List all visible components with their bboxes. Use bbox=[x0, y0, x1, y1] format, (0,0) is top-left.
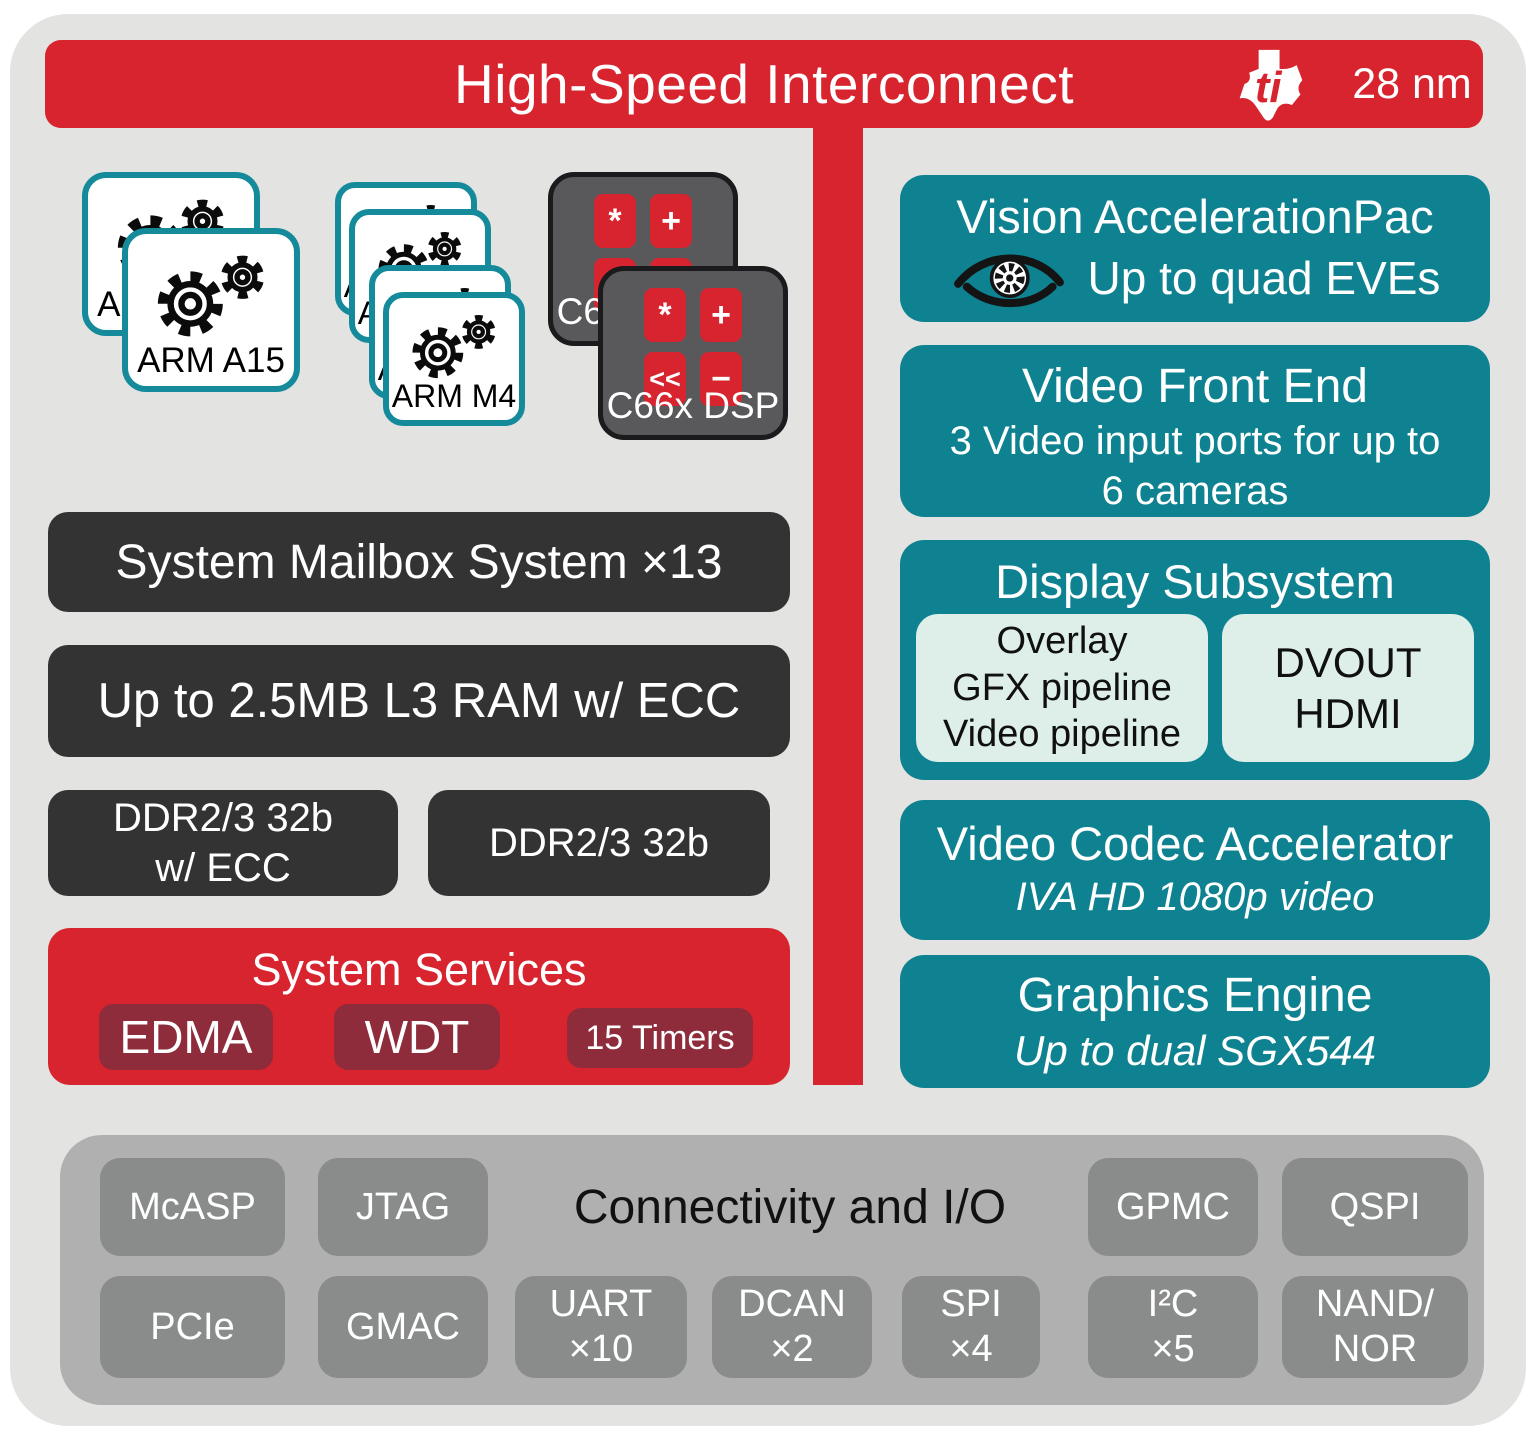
pcie-label: PCIe bbox=[150, 1305, 235, 1348]
system-mailbox-bar: System Mailbox System ×13 bbox=[48, 512, 790, 612]
arm-m4-card-front: ARM M4 bbox=[383, 292, 525, 426]
nor-label: NOR bbox=[1332, 1328, 1418, 1370]
pcie-chip: PCIe bbox=[100, 1276, 285, 1378]
ddr-ecc-box: DDR2/3 32b w/ ECC bbox=[48, 790, 398, 896]
display-output-box: DVOUT HDMI bbox=[1222, 614, 1474, 762]
l3-ram-label: Up to 2.5MB L3 RAM w/ ECC bbox=[97, 674, 741, 728]
mcasp-chip: McASP bbox=[100, 1158, 285, 1256]
uart-count: ×10 bbox=[568, 1328, 634, 1370]
ddr-box: DDR2/3 32b bbox=[428, 790, 770, 896]
wdt-chip: WDT bbox=[334, 1004, 500, 1070]
ti-logo bbox=[1239, 49, 1303, 121]
gears-icon bbox=[404, 306, 504, 384]
process-node-label: 28 nm bbox=[1352, 59, 1472, 108]
gpmc-label: GPMC bbox=[1116, 1185, 1230, 1228]
i2c-count: ×5 bbox=[1151, 1328, 1195, 1370]
display-subsystem-box: Display Subsystem Overlay GFX pipeline V… bbox=[900, 540, 1490, 780]
multiply-key-icon: * bbox=[594, 194, 636, 248]
pipeline-line: Overlay bbox=[996, 620, 1128, 663]
ddr-label: DDR2/3 32b bbox=[488, 820, 710, 865]
output-line: DVOUT bbox=[1274, 638, 1422, 686]
connectivity-title: Connectivity and I/O bbox=[573, 1180, 1007, 1234]
l3-ram-bar: Up to 2.5MB L3 RAM w/ ECC bbox=[48, 645, 790, 757]
wdt-label: WDT bbox=[364, 1011, 470, 1063]
codec-title: Video Codec Accelerator bbox=[936, 817, 1454, 870]
graphics-subtitle: Up to dual SGX544 bbox=[1014, 1027, 1376, 1074]
multiply-key-icon: * bbox=[644, 288, 686, 342]
output-line: HDMI bbox=[1294, 690, 1402, 737]
uart-chip: UART ×10 bbox=[515, 1276, 687, 1378]
edma-chip: EDMA bbox=[99, 1004, 273, 1070]
system-services-title: System Services bbox=[251, 944, 587, 995]
pipeline-line: Video pipeline bbox=[942, 713, 1182, 756]
i2c-label: I²C bbox=[1147, 1283, 1199, 1326]
spi-count: ×4 bbox=[949, 1328, 993, 1370]
ddr-ecc-line1: DDR2/3 32b bbox=[112, 796, 334, 840]
graphics-engine-box: Graphics Engine Up to dual SGX544 bbox=[900, 955, 1490, 1088]
pipeline-line: GFX pipeline bbox=[952, 666, 1172, 709]
codec-subtitle: IVA HD 1080p video bbox=[1015, 875, 1375, 919]
graphics-title: Graphics Engine bbox=[1017, 969, 1373, 1022]
calculator-keys-icon: * + << − bbox=[644, 288, 742, 406]
dcan-count: ×2 bbox=[770, 1328, 814, 1370]
interconnect-vertical-bar bbox=[813, 120, 863, 1085]
qspi-label: QSPI bbox=[1329, 1185, 1421, 1228]
connectivity-panel: Connectivity and I/O McASP JTAG GPMC QSP… bbox=[60, 1135, 1484, 1405]
display-subsystem-title: Display Subsystem bbox=[995, 555, 1395, 608]
dcan-label: DCAN bbox=[738, 1283, 846, 1326]
c66x-dsp-card-front: * + << − C66x DSP bbox=[598, 266, 788, 440]
vision-subtitle: Up to quad EVEs bbox=[1087, 252, 1441, 304]
vision-accelerationpac-box: Vision AccelerationPac Up to quad EVEs bbox=[900, 175, 1490, 322]
display-pipelines-box: Overlay GFX pipeline Video pipeline bbox=[916, 614, 1208, 762]
eye-icon bbox=[950, 246, 1068, 310]
arm-m4-label: ARM M4 bbox=[391, 378, 517, 414]
ddr-ecc-line2: w/ ECC bbox=[155, 846, 291, 890]
video-codec-box: Video Codec Accelerator IVA HD 1080p vid… bbox=[900, 800, 1490, 940]
gears-icon bbox=[147, 244, 275, 344]
vfe-subtitle: 3 Video input ports for up to 6 cameras bbox=[949, 419, 1441, 513]
vfe-title: Video Front End bbox=[1021, 360, 1368, 413]
timers-label: 15 Timers bbox=[585, 1018, 735, 1057]
spi-label: SPI bbox=[940, 1283, 1002, 1326]
arm-a15-label: ARM A15 bbox=[137, 341, 285, 380]
minus-key-icon: − bbox=[700, 352, 742, 406]
nand-nor-chip: NAND/ NOR bbox=[1282, 1276, 1468, 1378]
jtag-label: JTAG bbox=[355, 1185, 451, 1228]
spi-chip: SPI ×4 bbox=[902, 1276, 1040, 1378]
timers-chip: 15 Timers bbox=[567, 1008, 753, 1068]
arm-a15-card-front: ARM A15 bbox=[122, 228, 300, 392]
c66x-dsp-label: C66x DSP bbox=[606, 385, 780, 426]
gmac-label: GMAC bbox=[346, 1305, 460, 1348]
shift-key-icon: << bbox=[644, 352, 686, 406]
nand-label: NAND/ bbox=[1315, 1283, 1435, 1326]
uart-label: UART bbox=[549, 1283, 653, 1326]
mcasp-label: McASP bbox=[129, 1185, 256, 1228]
qspi-chip: QSPI bbox=[1282, 1158, 1468, 1256]
system-services-box: System Services EDMA WDT 15 Timers bbox=[48, 928, 790, 1085]
dcan-chip: DCAN ×2 bbox=[712, 1276, 872, 1378]
mailbox-label: System Mailbox System ×13 bbox=[115, 535, 723, 589]
plus-key-icon: + bbox=[650, 194, 692, 248]
vision-title: Vision AccelerationPac bbox=[956, 190, 1434, 243]
edma-label: EDMA bbox=[119, 1011, 253, 1063]
jtag-chip: JTAG bbox=[318, 1158, 488, 1256]
gmac-chip: GMAC bbox=[318, 1276, 488, 1378]
i2c-chip: I²C ×5 bbox=[1088, 1276, 1258, 1378]
plus-key-icon: + bbox=[700, 288, 742, 342]
video-front-end-box: Video Front End 3 Video input ports for … bbox=[900, 345, 1490, 517]
gpmc-chip: GPMC bbox=[1088, 1158, 1258, 1256]
high-speed-interconnect-bar: High-Speed Interconnect 28 nm bbox=[45, 40, 1483, 128]
interconnect-title: High-Speed Interconnect bbox=[454, 53, 1074, 115]
